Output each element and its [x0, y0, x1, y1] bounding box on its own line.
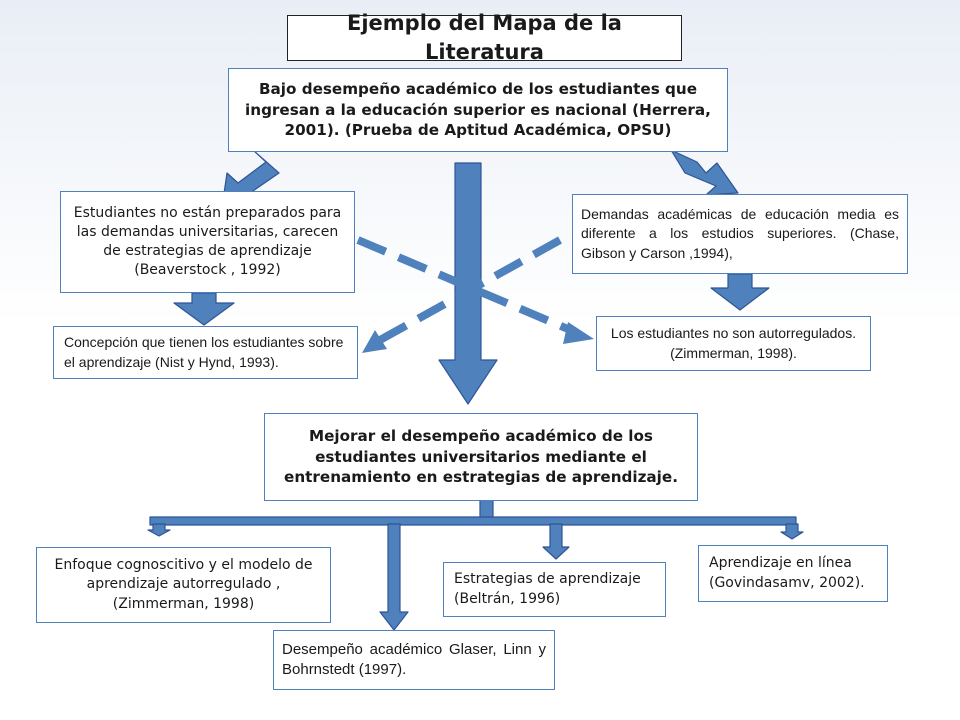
- academic-demands-box: Demandas académicas de educación media e…: [572, 194, 908, 274]
- goal-text: Mejorar el desempeño académico de los es…: [284, 426, 678, 487]
- arrow-left-box-down: [173, 292, 235, 326]
- arrow-branch-cognitive: [147, 523, 171, 537]
- dashed-arrowhead-right: [563, 322, 594, 344]
- arrow-branch-online: [780, 523, 804, 540]
- students-not-prepared-box: Estudiantes no están preparados para las…: [60, 191, 355, 293]
- arrow-right-box-down: [710, 273, 770, 311]
- goal-box: Mejorar el desempeño académico de los es…: [264, 413, 698, 501]
- branch-bar: [149, 516, 797, 526]
- dashed-right-to-bottom-left: [378, 236, 562, 344]
- learning-strategies-text: Estrategias de aprendizaje (Beltrán, 199…: [454, 571, 641, 607]
- main-problem-box: Bajo desempeño académico de los estudian…: [228, 68, 728, 152]
- page-title: Ejemplo del Mapa de la Literatura: [287, 11, 682, 64]
- not-self-regulated-box: Los estudiantes no son autorregulados. (…: [596, 316, 871, 371]
- main-problem-text: Bajo desempeño académico de los estudian…: [245, 79, 711, 140]
- arrow-branch-strategies: [542, 523, 570, 560]
- arrow-main-to-right: [670, 149, 739, 196]
- cognitive-approach-box: Enfoque cognoscitivo y el modelo de apre…: [36, 547, 331, 623]
- learning-conception-text: Concepción que tienen los estudiantes so…: [64, 334, 344, 370]
- cognitive-approach-text: Enfoque cognoscitivo y el modelo de apre…: [54, 557, 313, 612]
- dashed-left-to-bottom-right: [356, 236, 577, 336]
- academic-performance-box: Desempeño académico Glaser, Linn y Bohrn…: [273, 630, 555, 690]
- students-not-prepared-text: Estudiantes no están preparados para las…: [73, 204, 342, 279]
- learning-strategies-box: Estrategias de aprendizaje (Beltrán, 199…: [443, 562, 666, 617]
- academic-performance-text: Desempeño académico Glaser, Linn y Bohrn…: [282, 640, 546, 678]
- online-learning-box: Aprendizaje en línea (Govindasamv, 2002)…: [698, 545, 888, 602]
- learning-conception-box: Concepción que tienen los estudiantes so…: [53, 326, 358, 379]
- goal-stem: [479, 499, 494, 520]
- academic-demands-text: Demandas académicas de educación media e…: [581, 206, 899, 261]
- not-self-regulated-text: Los estudiantes no son autorregulados. (…: [610, 325, 857, 361]
- arrow-main-to-goal: [438, 162, 498, 405]
- dashed-arrowhead-left: [362, 330, 387, 353]
- online-learning-text: Aprendizaje en línea (Govindasamv, 2002)…: [709, 555, 865, 591]
- page-title-text: Ejemplo del Mapa de la Literatura: [347, 11, 622, 64]
- arrow-branch-performance: [379, 523, 409, 631]
